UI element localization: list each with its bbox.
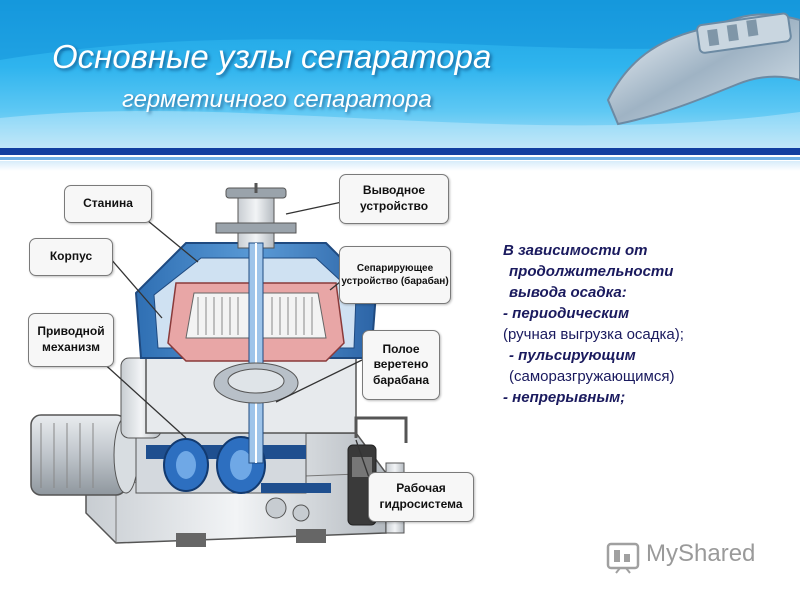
type-pulsing-note: (саморазгружающимся): [509, 368, 675, 385]
callout-gidrosistema-label: Рабочая гидросистема: [379, 481, 463, 511]
callout-vyvodnoe: Выводное устройство: [339, 174, 449, 224]
separator-types-text: В зависимости от продолжительности вывод…: [503, 240, 793, 408]
types-intro-line-1: В зависимости от: [503, 242, 648, 259]
callout-veretino: Полое веретено барабана: [362, 330, 440, 400]
outlet-device: [215, 183, 297, 249]
header-divider-light: [0, 157, 800, 160]
callout-vyvodnoe-label: Выводное устройство: [359, 183, 429, 213]
callout-stanina: Станина: [64, 185, 152, 223]
type-periodic-note: (ручная выгрузка осадка);: [503, 326, 684, 343]
callout-privod: Приводной механизм: [28, 313, 114, 367]
types-intro-line-2: продолжительности: [509, 263, 674, 280]
types-intro-line-3: вывода осадка:: [509, 284, 627, 301]
callout-gidrosistema: Рабочая гидросистема: [368, 472, 474, 522]
callout-stanina-label: Станина: [83, 196, 133, 211]
myshared-logo-icon: [606, 542, 640, 574]
type-continuous: - непрерывным;: [503, 389, 626, 406]
callout-privod-label: Приводной механизм: [37, 324, 105, 354]
header-swoosh-decoration: [0, 0, 800, 148]
page-subtitle: герметичного сепаратора: [122, 86, 432, 113]
watermark-text: MyShared: [646, 540, 756, 567]
page-title: Основные узлы сепаратора: [52, 38, 492, 75]
type-pulsing: - пульсирующим: [509, 347, 636, 364]
type-periodic: - периодическим: [503, 305, 630, 322]
header-divider-dark: [0, 148, 800, 155]
header-divider-fade: [0, 161, 800, 171]
callout-separiruyuschee-label: Сепарирующее устройство (барабан): [341, 263, 449, 287]
callout-korpus: Корпус: [29, 238, 113, 276]
wrench-icon: [606, 12, 800, 126]
callout-korpus-label: Корпус: [49, 249, 93, 264]
callout-veretino-label: Полое веретено барабана: [372, 341, 430, 387]
callout-separiruyuschee: Сепарирующее устройство (барабан): [339, 246, 451, 304]
drive-coupling: [135, 432, 331, 522]
header-banner: Основные узлы сепаратора герметичного се…: [0, 0, 800, 148]
